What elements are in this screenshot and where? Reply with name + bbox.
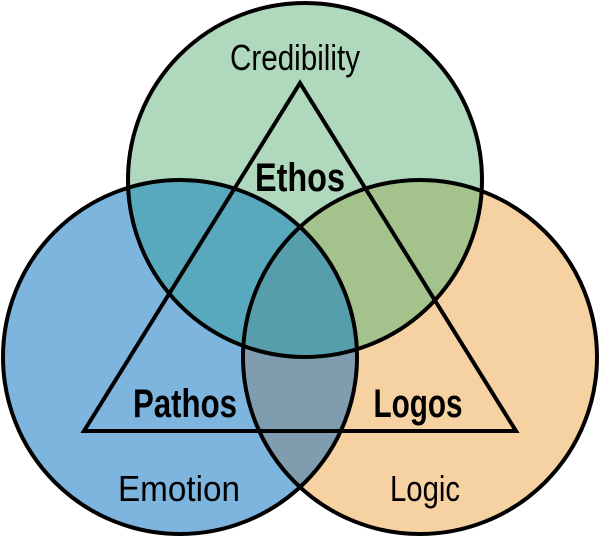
pathos-label: Pathos: [133, 382, 237, 426]
ethos-circle-outline: [126, 1, 484, 359]
ethos-label: Ethos: [255, 156, 345, 200]
pathos-circle-outline: [1, 178, 359, 536]
emotion-label: Emotion: [118, 468, 240, 509]
rhetorical-triangle-outline: [80, 79, 520, 433]
credibility-label: Credibility: [230, 37, 360, 78]
logos-circle-outline: [241, 178, 599, 536]
logic-label: Logic: [390, 468, 460, 509]
logos-label: Logos: [374, 382, 463, 426]
